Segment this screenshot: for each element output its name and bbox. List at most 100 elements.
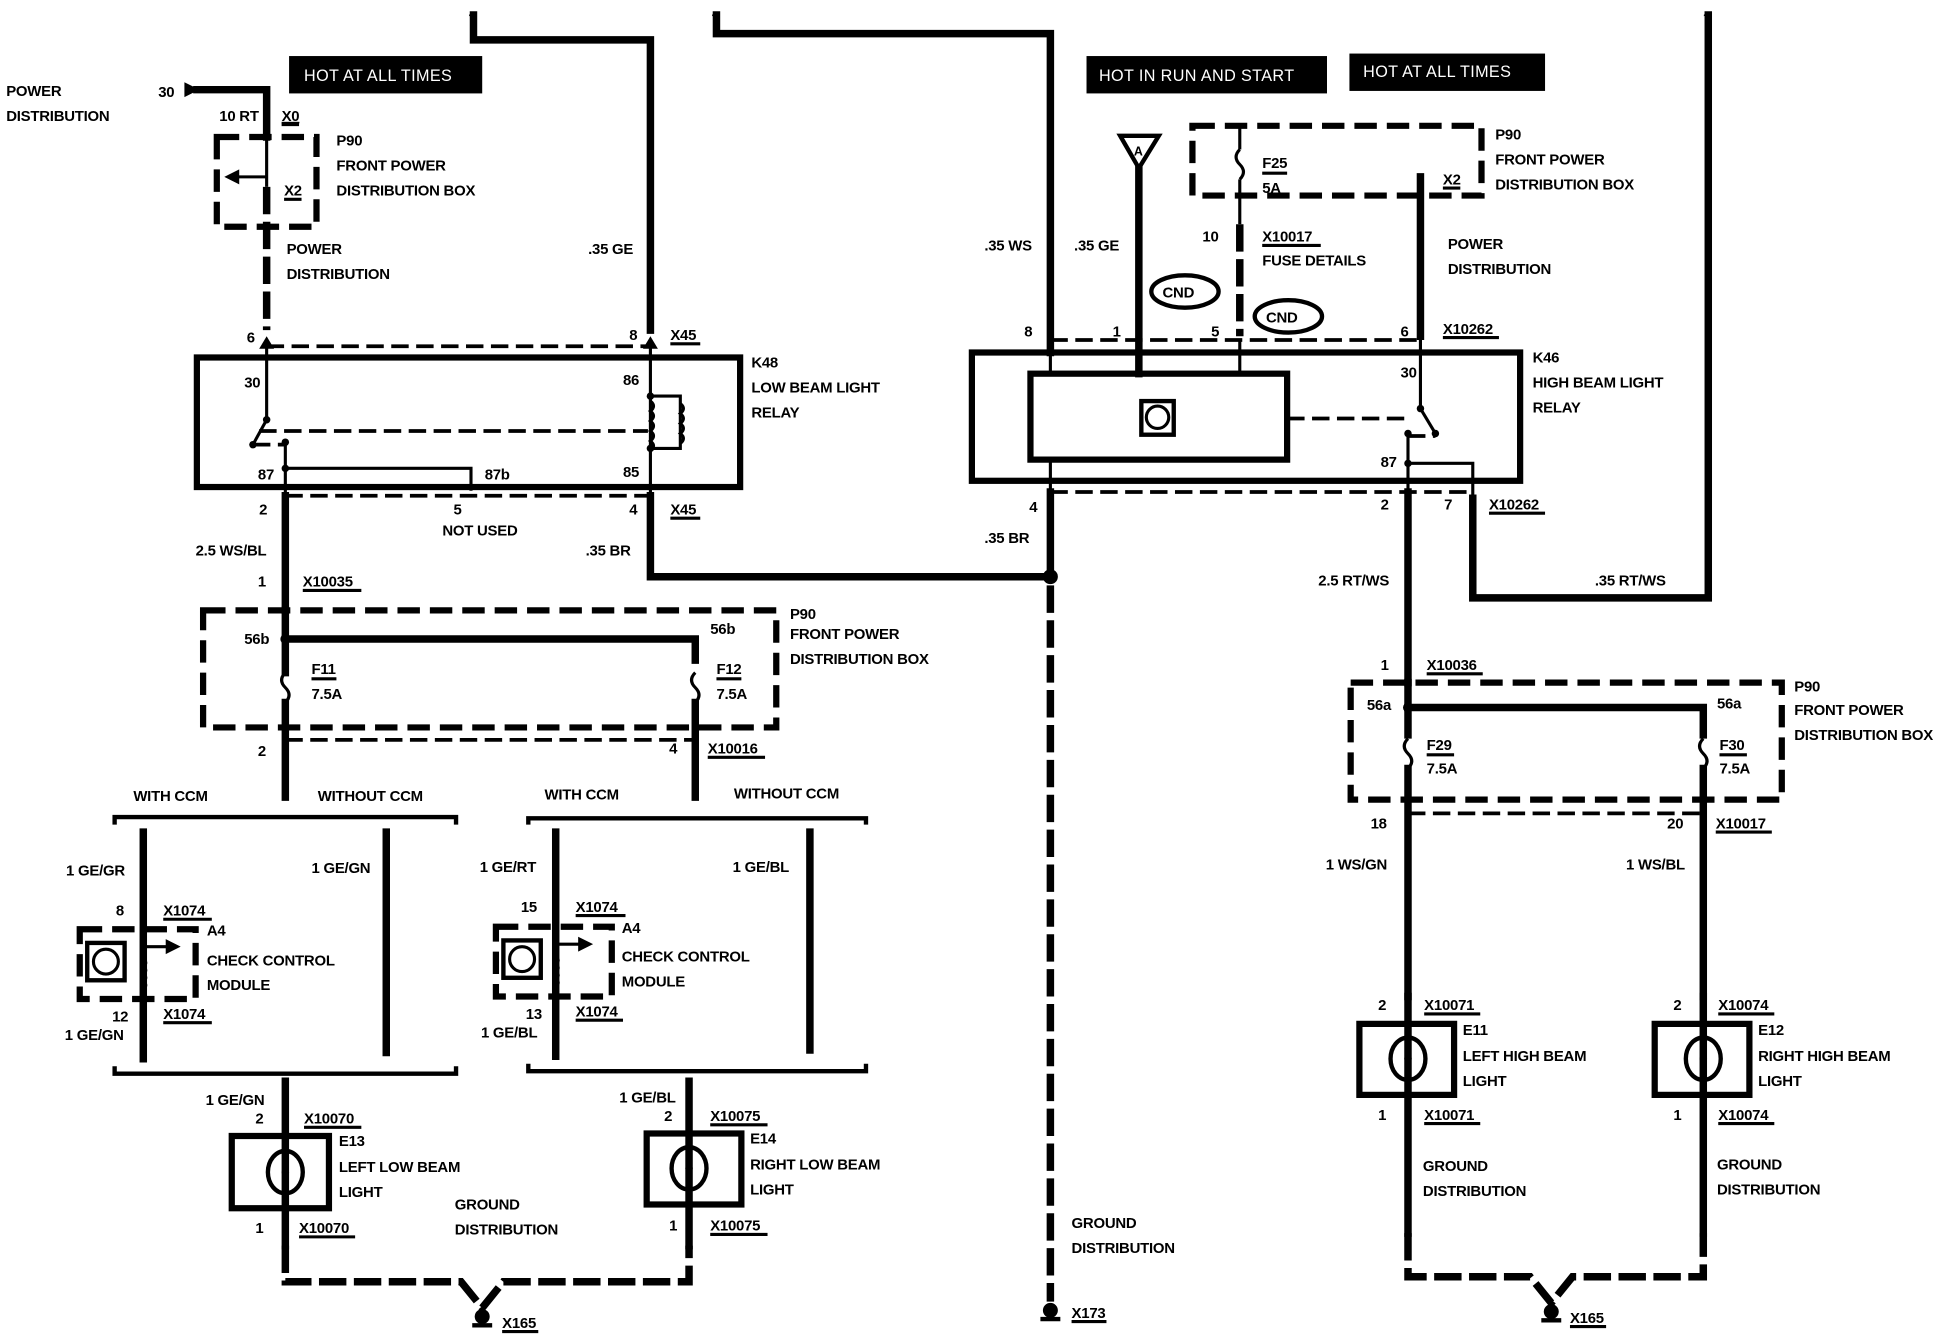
p90-id-label: P90 [336, 133, 362, 150]
connector-x0-label: X0 [282, 108, 300, 125]
p90-high-beam-fuses: 56a 56a F29 7.5A F30 7.5A 18 20 X10017 1… [1326, 678, 1934, 1001]
banner-bg [1086, 56, 1327, 94]
x10075-label: X10075 [710, 1108, 760, 1125]
banner-text: HOT AT ALL TIMES [1363, 63, 1511, 81]
wire-wsgn-label: 1 WS/GN [1326, 856, 1387, 873]
e14-lamp-box [643, 1130, 745, 1208]
power-dist-label-2: DISTRIBUTION [287, 266, 390, 283]
with-ccm-label: WITH CCM [133, 788, 207, 805]
x10070-label: X10070 [304, 1111, 354, 1128]
pin-1-label: 1 [258, 574, 266, 591]
banner-text: HOT AT ALL TIMES [304, 67, 452, 85]
ground-label-1: GROUND [1423, 1158, 1488, 1175]
k48-low-beam-relay: 6 8 X45 30 86 87 87b 85 2 5 NOT USED 4 X… [193, 327, 880, 540]
bulb-filament [1404, 1055, 1412, 1063]
wire-label: 1 GE/GN [206, 1092, 265, 1109]
bulb-filament [1699, 1055, 1708, 1063]
f11-amp: 7.5A [312, 686, 343, 703]
e14-name-1: RIGHT LOW BEAM [750, 1157, 880, 1174]
x165-label: X165 [1570, 1310, 1604, 1327]
pin-6-label: 6 [1401, 323, 1409, 340]
f30-label: F30 [1719, 737, 1744, 754]
f25-label: F25 [1262, 155, 1287, 172]
banner-bg [289, 56, 483, 94]
p90-top-right: F25 5A 10 X10017 FUSE DETAILS X2 P90 FRO… [1189, 122, 1635, 341]
a4-name-1: CHECK CONTROL [207, 952, 335, 969]
control-module-icon [1139, 398, 1176, 437]
ground-wire-low [281, 1245, 693, 1314]
p90-name-1: FRONT POWER [790, 626, 900, 643]
coil-icon [647, 399, 656, 453]
f25-amp: 5A [1262, 180, 1281, 197]
e14-name-2: LIGHT [750, 1182, 794, 1199]
ground-low-beam: GROUND DISTRIBUTION X165 [281, 1196, 693, 1334]
cnd-text: CND [1163, 285, 1195, 302]
e14-id: E14 [750, 1130, 777, 1147]
e11-name-1: LEFT HIGH BEAM [1463, 1048, 1587, 1065]
a4-name-1: CHECK CONTROL [622, 949, 750, 966]
ground-mid: GROUND DISTRIBUTION X173 [1040, 1215, 1175, 1324]
k46-high-beam-relay: 8 1 5 6 X10262 30 87 4 2 7 X10262 K46 HI… [968, 321, 1664, 516]
ground-symbol-icon [474, 1309, 490, 1325]
k48-relay-box [193, 354, 744, 491]
x1074-in-label: X1074 [576, 899, 619, 916]
pin-8-label: 8 [1024, 323, 1032, 340]
wire-035-br-k48 [646, 492, 1055, 581]
f30-amp: 7.5A [1719, 761, 1750, 778]
e12-id: E12 [1758, 1022, 1784, 1039]
x2-label: X2 [1443, 171, 1461, 188]
ground-symbol-icon [1543, 1304, 1559, 1320]
cnd-badge-1: CND [1149, 273, 1221, 310]
e12-right-high-beam: 2 X10074 E12 RIGHT HIGH BEAM LIGHT 1 X10… [1651, 992, 1891, 1237]
wire-035rtws-label: .35 RT/WS [1595, 572, 1666, 589]
pin-1-label: 1 [255, 1220, 263, 1237]
wire-gebl-out-label: 1 GE/BL [481, 1025, 537, 1042]
pin-4-label: 4 [1029, 499, 1038, 516]
x45-top-label: X45 [670, 327, 696, 344]
relay-87-loop [1407, 461, 1475, 499]
f11-label: F11 [312, 661, 336, 678]
bulb-icon [669, 1145, 709, 1192]
pin-2-label: 2 [259, 501, 267, 518]
k48-name-1: LOW BEAM LIGHT [751, 379, 880, 396]
banner-hot-at-all-times-left: HOT AT ALL TIMES [289, 56, 483, 94]
coil-bracket [650, 394, 682, 450]
ground-high-beam: X165 [1404, 1233, 1708, 1329]
pin-1-label: 1 [669, 1218, 677, 1235]
e13-lamp-box [228, 1132, 333, 1212]
power-distribution-label: POWER [6, 83, 62, 100]
ground-label-1: GROUND [1717, 1157, 1782, 1174]
p90-name-2: DISTRIBUTION BOX [1794, 727, 1933, 744]
t56a-left: 56a [1367, 697, 1392, 714]
banner-hot-at-all-times-right: HOT AT ALL TIMES [1349, 53, 1546, 91]
fuse-f30-icon [1698, 737, 1709, 770]
x2-connector-label: X2 [284, 183, 302, 200]
fuse-details-label: FUSE DETAILS [1262, 252, 1366, 269]
p90-name-1: FRONT POWER [1794, 702, 1904, 719]
cnd-oval [1149, 273, 1221, 310]
p90-low-beam-fuses: 56b 56b F11 7.5A F12 7.5A 2 4 X10016 P90… [199, 606, 929, 801]
p90-box-top-right [1189, 122, 1485, 199]
terminal-arrow-icon [184, 82, 200, 98]
f29-amp: 7.5A [1427, 761, 1458, 778]
e13-left-low-beam: 1 GE/GN 2 X10070 E13 LEFT LOW BEAM LIGHT… [206, 1077, 460, 1250]
pin-10-label: 10 [1202, 229, 1218, 246]
fuse-f29-icon [1402, 737, 1414, 770]
bus-56b [281, 635, 700, 664]
relay-87b-wire [285, 466, 473, 491]
p90-id: P90 [1794, 678, 1820, 695]
cnd-text: CND [1266, 310, 1298, 327]
option-bracket-top [112, 814, 459, 825]
without-ccm-label: WITHOUT CCM [734, 785, 839, 802]
pin-8-label: 8 [629, 327, 637, 344]
t56b-left: 56b [244, 631, 269, 648]
resistor-icon [553, 955, 560, 988]
wire-10rt-label: 10 RT [219, 108, 259, 125]
x10035-label: X10035 [303, 574, 353, 591]
t85-label: 85 [623, 464, 639, 481]
fuse-f11-icon [280, 671, 291, 704]
a4-id: A4 [207, 922, 227, 939]
x10017-label: X10017 [1716, 815, 1766, 832]
a4-id: A4 [622, 920, 642, 937]
